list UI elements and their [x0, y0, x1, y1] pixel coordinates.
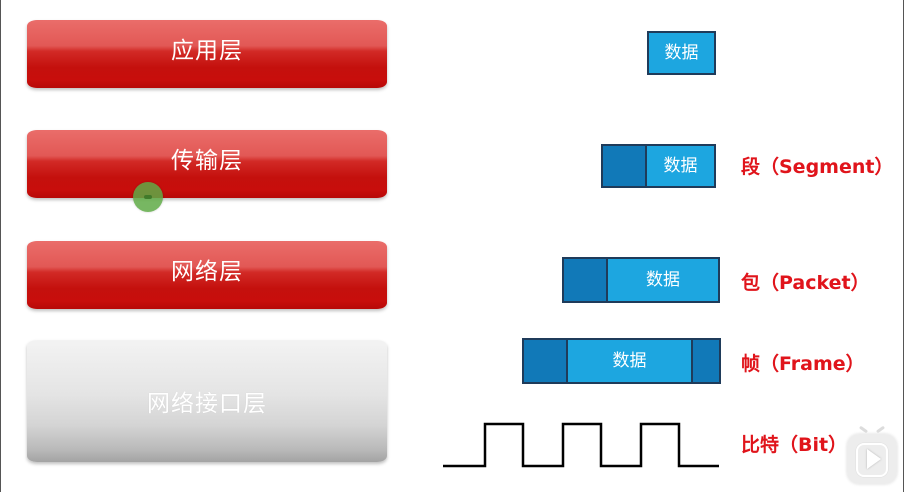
bit-signal-waveform — [443, 422, 719, 468]
tcp-header-block — [603, 146, 647, 186]
cursor-dot-icon — [133, 182, 163, 212]
play-frame — [856, 443, 888, 477]
play-triangle — [867, 449, 881, 469]
unit-application-data: 数据 — [647, 31, 716, 75]
unit-segment: 数据 — [601, 144, 716, 188]
unit-packet: 数据 — [562, 257, 720, 303]
data-block: 数据 — [568, 340, 691, 382]
layer-network: 网络层 — [27, 241, 387, 309]
frame-label: 帧（Frame） — [741, 353, 865, 375]
ip-header-block — [564, 259, 608, 301]
unit-frame: 数据 — [522, 338, 721, 384]
layer-transport-label: 传输层 — [171, 148, 243, 174]
video-play-icon[interactable] — [847, 434, 897, 484]
layer-transport: 传输层 — [27, 130, 387, 198]
data-block: 数据 — [608, 259, 718, 301]
data-block: 数据 — [647, 146, 714, 186]
frame-trailer-block — [691, 340, 719, 382]
frame-header-block — [524, 340, 568, 382]
bit-label: 比特（Bit） — [741, 434, 848, 456]
packet-label: 包（Packet） — [741, 272, 870, 294]
layer-application-label: 应用层 — [171, 38, 243, 64]
layer-application: 应用层 — [27, 20, 387, 88]
data-block: 数据 — [649, 33, 714, 73]
layer-network-interface: 网络接口层 — [27, 340, 387, 462]
segment-label: 段（Segment） — [741, 156, 894, 178]
layer-network-interface-label: 网络接口层 — [147, 391, 267, 417]
layer-network-label: 网络层 — [171, 259, 243, 285]
tv-ears — [859, 428, 885, 436]
